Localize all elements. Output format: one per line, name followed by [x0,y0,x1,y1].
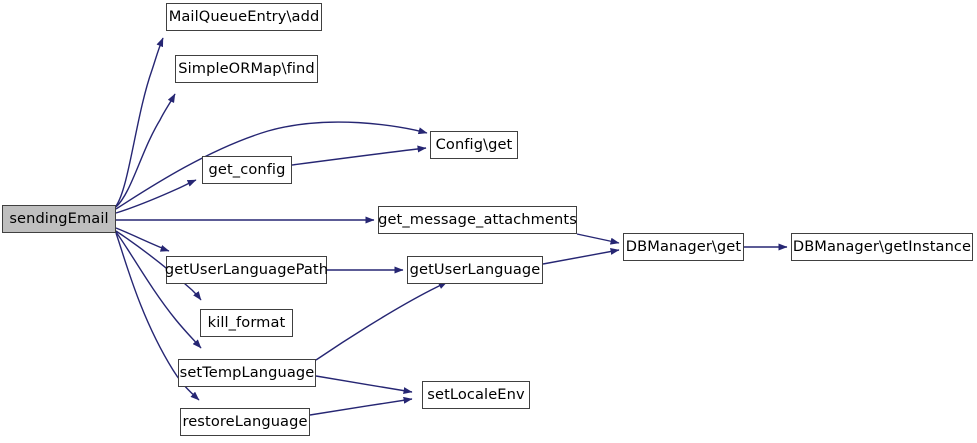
node-label-sendingEmail: sendingEmail [9,209,109,227]
node-label-getUserLanguage: getUserLanguage [409,260,541,278]
node-Config_get[interactable]: Config\get [430,131,518,159]
node-DBManager_get[interactable]: DBManager\get [623,233,744,261]
node-setTempLanguage[interactable]: setTempLanguage [178,359,316,387]
node-getUserLanguage[interactable]: getUserLanguage [407,256,543,284]
node-label-get_config: get_config [208,160,286,178]
node-label-MailQueueEntry_add: MailQueueEntry\add [168,7,320,25]
node-setLocaleEnv[interactable]: setLocaleEnv [422,381,530,409]
node-SimpleORMap_find[interactable]: SimpleORMap\find [175,55,318,83]
node-get_config[interactable]: get_config [202,156,292,184]
call-edge-sendingEmail-to-setTempLanguage [115,231,202,349]
node-label-Config_get: Config\get [435,135,513,153]
node-label-getUserLanguagePath: getUserLanguagePath [164,260,329,278]
call-edge-getUserLanguage-to-DBManager_get [542,248,620,265]
node-label-kill_format: kill_format [207,313,286,331]
node-label-setTempLanguage: setTempLanguage [179,363,315,381]
call-edge-sendingEmail-to-get_config [115,179,197,214]
node-get_message_attachments[interactable]: get_message_attachments [378,206,577,234]
call-edge-sendingEmail-to-SimpleORMap_find [115,93,176,208]
node-label-DBManager_getInstance: DBManager\getInstance [792,237,972,255]
call-edge-setTempLanguage-to-setLocaleEnv [315,375,413,395]
node-label-SimpleORMap_find: SimpleORMap\find [178,59,315,77]
node-DBManager_getInstance[interactable]: DBManager\getInstance [791,233,973,261]
node-label-restoreLanguage: restoreLanguage [182,412,308,430]
node-MailQueueEntry_add[interactable]: MailQueueEntry\add [166,3,322,31]
call-edge-restoreLanguage-to-setLocaleEnv [309,396,413,416]
node-restoreLanguage[interactable]: restoreLanguage [180,408,310,436]
call-edge-sendingEmail-to-getUserLanguagePath [115,227,170,252]
call-edge-setTempLanguage-to-getUserLanguage [315,281,448,361]
node-kill_format[interactable]: kill_format [200,309,293,337]
node-getUserLanguagePath[interactable]: getUserLanguagePath [164,256,329,284]
node-label-setLocaleEnv: setLocaleEnv [427,385,525,403]
call-edge-get_config-to-Config_get [291,145,427,166]
call-edge-get_message_attachments-to-DBManager_get [576,233,620,245]
node-label-get_message_attachments: get_message_attachments [378,210,577,228]
node-label-DBManager_get: DBManager\get [625,237,742,255]
node-sendingEmail[interactable]: sendingEmail [2,205,116,233]
call-edge-sendingEmail-to-MailQueueEntry_add [115,37,164,207]
